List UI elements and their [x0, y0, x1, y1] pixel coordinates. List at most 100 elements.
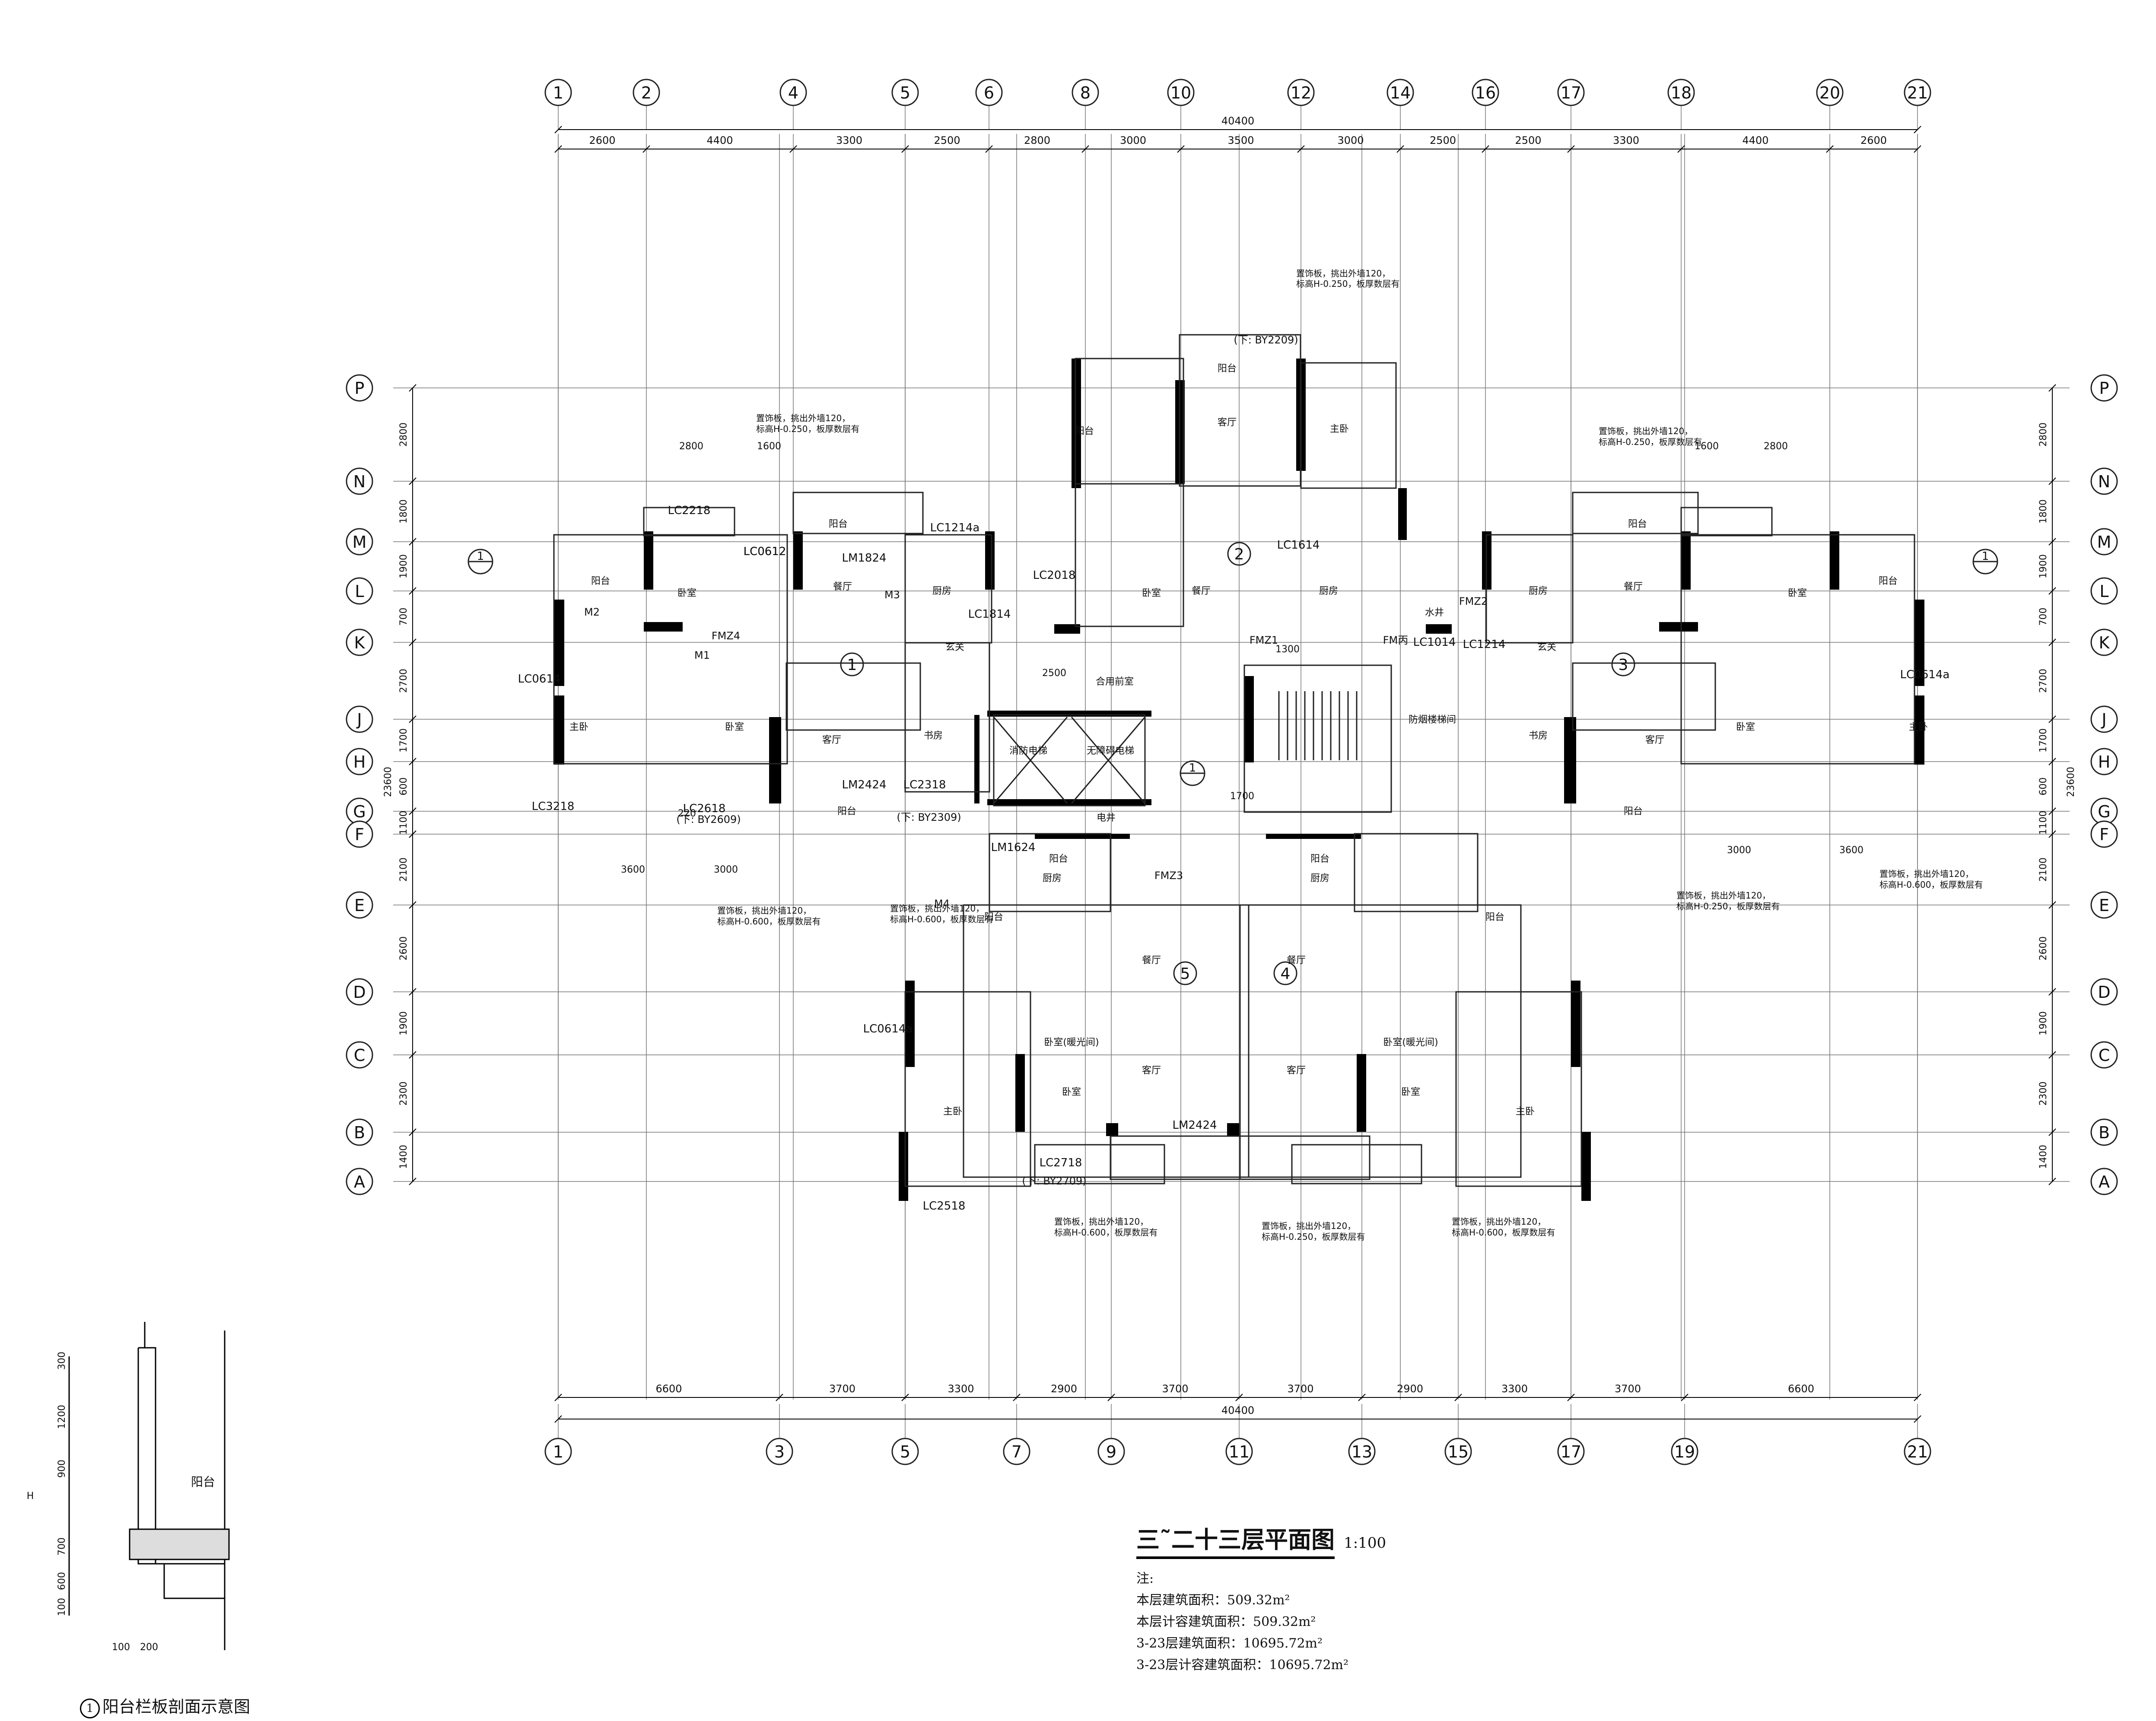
axis-bubble-bottom-label: 7 — [1011, 1442, 1022, 1461]
wall-segment — [1035, 834, 1130, 839]
plan-dimension: 3000 — [1727, 845, 1751, 856]
annotation-note: 置饰板，挑出外墙120， — [756, 413, 850, 423]
room-label-lift1: 消防电梯 — [1009, 746, 1047, 756]
dim-bottom-seg-value: 6600 — [655, 1383, 682, 1395]
axis-bubble-right-label: N — [2098, 472, 2110, 491]
room-label-balcony: 阳台 — [984, 912, 1003, 923]
wall-segment — [1681, 531, 1691, 590]
dim-left-value: 2300 — [398, 1082, 409, 1106]
room-label-bedroom: 卧室 — [1736, 722, 1755, 733]
axis-bubble-bottom — [1225, 1438, 1253, 1465]
axis-bubble-top-label: 16 — [1475, 83, 1496, 102]
plan-dimension: 2800 — [1764, 441, 1788, 452]
annotation-note: 标高H-0.250，板厚数层有 — [1262, 1232, 1365, 1242]
dim-left-tick — [409, 988, 417, 996]
wall-segment — [793, 531, 803, 590]
wall-segment — [769, 717, 781, 803]
detail-dim-value: 1200 — [57, 1405, 67, 1429]
dim-right-tick — [2048, 758, 2056, 765]
axis-bubble-right-label: P — [2099, 379, 2109, 398]
axis-bubble-right — [2090, 820, 2118, 848]
axis-bubble-right-label: M — [2097, 533, 2111, 552]
detail-parapet-outline — [137, 1347, 226, 1599]
room-label-bedroom: 卧室 — [677, 588, 696, 599]
dim-top-seg-tick — [1297, 145, 1305, 153]
dim-right-tick — [2048, 830, 2056, 838]
detail-dim-value: 300 — [57, 1352, 67, 1370]
dim-top-seg-value: 3000 — [1120, 134, 1146, 146]
annotation-note: 置饰板，挑出外墙120， — [1296, 268, 1390, 279]
room-label-kitchen: 厨房 — [1529, 586, 1548, 597]
wall-segment — [1106, 1123, 1118, 1136]
axis-bubble-bottom — [1904, 1438, 1931, 1465]
wall-segment — [554, 600, 564, 686]
window-tag: LC2618 — [683, 802, 726, 815]
axis-bubble-right — [2090, 629, 2118, 656]
wall-segment — [1015, 1054, 1025, 1132]
door-tag: M2 — [584, 606, 600, 618]
room-outline — [904, 991, 1031, 1187]
wall-segment — [987, 799, 1151, 805]
room-label-bedroom: 卧室 — [1788, 588, 1807, 599]
dim-right-tick — [2048, 1051, 2056, 1059]
room-label-dining: 餐厅 — [1624, 581, 1643, 592]
dim-top-seg-tick — [554, 145, 562, 153]
axis-bubble-left-label: A — [354, 1172, 365, 1191]
axis-bubble-bottom — [1097, 1438, 1125, 1465]
axis-bubble-right-label: D — [2098, 983, 2110, 1002]
room-outline — [993, 714, 1146, 807]
room-label-dining: 餐厅 — [1192, 586, 1211, 597]
dim-left-tick — [409, 830, 417, 838]
unit-number: 5 — [1180, 965, 1190, 983]
dim-left-tick — [409, 807, 417, 815]
annotation-note: 标高H-0.250，板厚数层有 — [1296, 279, 1400, 289]
room-label-balcony: 阳台 — [837, 806, 856, 817]
room-outline — [963, 904, 1250, 1178]
axis-bubble-right — [2090, 705, 2118, 733]
dim-right-tick — [2048, 477, 2056, 485]
axis-bubble-right-label: H — [2098, 753, 2111, 772]
dim-left-value: 2700 — [398, 669, 409, 693]
dim-top-seg-tick — [1177, 145, 1185, 153]
axis-bubble-left — [346, 891, 373, 919]
room-label-balcony: 阳台 — [1218, 363, 1237, 374]
room-outline — [1075, 483, 1184, 627]
wall-segment — [1072, 359, 1081, 488]
dim-right-value: 1400 — [2038, 1145, 2049, 1169]
detail-number: 1 — [80, 1698, 100, 1718]
unit-number: 3 — [1619, 656, 1628, 674]
axis-bubble-top-label: 20 — [1819, 83, 1840, 102]
axis-bubble-right-label: J — [2101, 710, 2106, 729]
door-tag: M4 — [934, 898, 950, 910]
dim-bottom-seg-tick — [901, 1394, 909, 1401]
dim-right-tick — [2048, 1128, 2056, 1136]
axis-bubble-left-label: B — [354, 1123, 365, 1142]
wall-segment — [1830, 531, 1839, 590]
door-tag: FMZ4 — [712, 630, 740, 642]
window-tag: LC2318 — [903, 778, 946, 791]
axis-bubble-top — [1904, 79, 1931, 106]
annotation-note: 标高H-0.250，板厚数层有 — [1599, 437, 1702, 447]
dim-left-tick — [409, 587, 417, 595]
axis-bubble-bottom — [1348, 1438, 1376, 1465]
axis-bubble-bottom — [1003, 1438, 1030, 1465]
axis-bubble-bottom-label: 11 — [1229, 1442, 1250, 1461]
room-label-lobby: 合用前室 — [1096, 676, 1134, 687]
note-line: 本层建筑面积：509.32m² — [1136, 1593, 1290, 1608]
axis-bubble-right — [2090, 978, 2118, 1006]
room-label-bedroom: 卧室 — [725, 722, 744, 733]
window-tag: LC1014 — [1413, 636, 1456, 649]
axis-bubble-left-label: L — [355, 582, 364, 601]
dim-top-seg-tick — [1081, 145, 1089, 153]
dim-right-tick — [2048, 988, 2056, 996]
room-label-entry: 玄关 — [1537, 642, 1556, 653]
axis-bubble-top — [779, 79, 807, 106]
unit-number-circle — [1611, 652, 1635, 676]
dim-right-tick — [2048, 1178, 2056, 1185]
axis-bubble-right — [2090, 528, 2118, 556]
axis-bubble-top-label: 18 — [1671, 83, 1692, 102]
room-label-bedroom: 卧室 — [1401, 1087, 1420, 1098]
wall-segment — [1398, 488, 1407, 540]
window-tag: LC2218 — [668, 504, 711, 517]
